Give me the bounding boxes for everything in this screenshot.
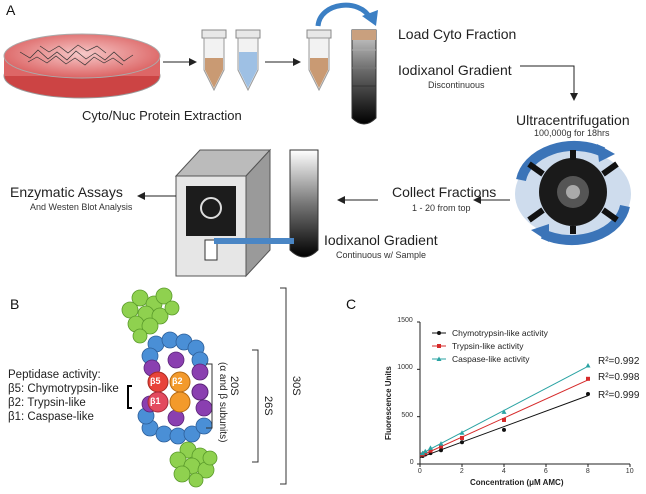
legend-marker <box>437 344 441 348</box>
gradient-sub: Discontinuous <box>428 80 485 90</box>
peptidase-item-b5: β5: Chymotrypsin-like <box>8 383 119 395</box>
fraction-collector-icon <box>174 148 294 278</box>
tube-brown-icon <box>201 29 227 92</box>
data-point <box>502 417 506 422</box>
data-point <box>459 430 465 435</box>
panel-letter-a: A <box>6 2 16 18</box>
y-tick-label: 0 <box>409 459 414 466</box>
x-tick-label: 8 <box>585 468 590 475</box>
legend-marker <box>437 331 441 335</box>
gradient-tube-icon <box>351 29 377 125</box>
subunit-b1-label: β1 <box>150 396 161 406</box>
x-tick-label: 6 <box>543 468 548 475</box>
data-point <box>586 391 590 396</box>
y-tick-label: 1500 <box>397 317 413 324</box>
collect-sub: 1 - 20 from top <box>412 203 471 213</box>
petri-dish-icon <box>3 33 161 99</box>
tube-load-icon <box>306 29 332 92</box>
x-axis-title: Concentration (μM AMC) <box>470 478 564 487</box>
data-point <box>439 448 443 453</box>
r2-label-chymotrypsin: R²=0.999 <box>598 390 640 401</box>
load-label: Load Cyto Fraction <box>398 26 517 42</box>
peptidase-item-b1: β1: Caspase-like <box>8 411 94 423</box>
data-point <box>439 444 443 449</box>
legend-marker <box>436 356 442 361</box>
subunit-b5-label: β5 <box>150 376 161 386</box>
collect-label: Collect Fractions <box>392 184 497 200</box>
panel-letter-c: C <box>346 296 357 312</box>
r2-label-caspase: R²=0.992 <box>598 356 640 367</box>
data-point <box>460 440 464 445</box>
data-point <box>585 363 591 368</box>
legend-label: Trypsin-like activity <box>452 341 524 351</box>
x-tick-label: 10 <box>625 468 634 475</box>
data-point <box>420 450 426 456</box>
gradient2-sub: Continuous w/ Sample <box>336 250 427 260</box>
legend-label: Caspase-like activity <box>452 354 530 364</box>
x-tick-label: 4 <box>501 468 506 475</box>
y-axis-title: Fluorescence Units <box>384 366 393 440</box>
data-point <box>422 448 428 454</box>
ultracentrifuge-rotor-icon <box>515 140 631 246</box>
gradient2-label: Iodixanol Gradient <box>324 232 438 248</box>
data-point <box>501 409 507 414</box>
r2-label-trypsin: R²=0.998 <box>598 372 640 383</box>
panel-letter-b: B <box>10 296 20 312</box>
tube-blue-icon <box>235 29 261 92</box>
data-point <box>428 445 433 450</box>
x-tick-label: 2 <box>459 468 464 475</box>
subunit-b2-label: β2 <box>172 376 183 386</box>
assay-label: Enzymatic Assays <box>10 184 123 200</box>
gradient-label: Iodixanol Gradient <box>398 62 512 78</box>
extraction-label: Cyto/Nuc Protein Extraction <box>82 108 242 123</box>
proteasome-icon <box>121 287 218 488</box>
ultra-label: Ultracentrifugation <box>516 112 630 128</box>
y-tick-label: 1000 <box>397 364 413 372</box>
x-tick-label: 0 <box>417 468 422 475</box>
continuous-gradient-tube-icon <box>289 149 319 258</box>
ultra-sub: 100,000g for 18hrs <box>534 128 610 138</box>
peptidase-title: Peptidase activity: <box>8 369 101 381</box>
data-point <box>586 376 590 381</box>
fit-line-0 <box>419 395 589 459</box>
data-point <box>502 427 506 432</box>
data-point <box>438 441 444 446</box>
assay-sub: And Westen Blot Analysis <box>30 202 133 212</box>
y-tick-label: 500 <box>401 411 414 419</box>
legend-label: Chymotrypsin-like activity <box>452 328 548 338</box>
data-point <box>428 448 433 453</box>
peptidase-item-b2: β2: Trypsin-like <box>8 397 86 409</box>
data-point <box>460 435 464 440</box>
